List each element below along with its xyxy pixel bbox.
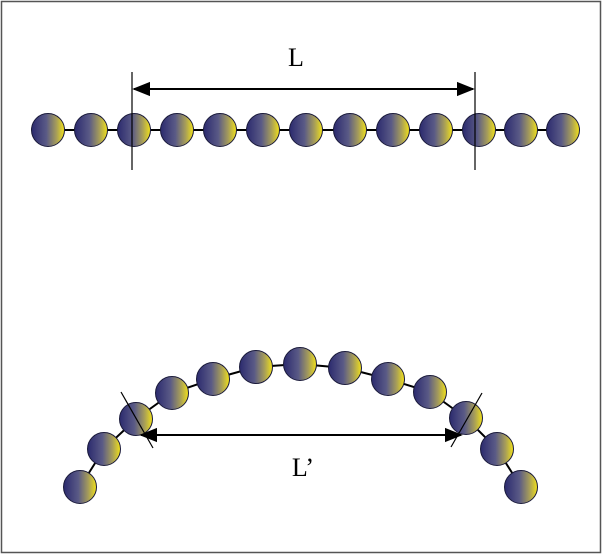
straight-bead-8 (333, 113, 367, 147)
straight-bead-13 (546, 113, 580, 147)
curved-bead-6 (239, 350, 273, 384)
curved-bead-8 (328, 351, 362, 385)
straight-bead-7 (289, 113, 323, 147)
curved-bead-1 (63, 470, 97, 504)
label-L: L (288, 43, 304, 72)
straight-bead-5 (203, 113, 237, 147)
straight-bead-2 (74, 113, 108, 147)
straight-bead-9 (376, 113, 410, 147)
curved-bead-9 (371, 362, 405, 396)
curved-bead-4 (155, 376, 189, 410)
curved-bead-12 (480, 432, 514, 466)
curved-bead-13 (504, 470, 538, 504)
curved-bead-5 (196, 362, 230, 396)
curved-bead-7 (283, 347, 317, 381)
curved-chain-beads (63, 347, 538, 504)
straight-bead-12 (504, 113, 538, 147)
curved-bead-11 (449, 401, 483, 435)
straight-bead-11 (462, 113, 496, 147)
curved-bead-10 (413, 375, 447, 409)
straight-bead-1 (31, 113, 65, 147)
curved-bead-2 (87, 432, 121, 466)
label-L-prime: L’ (292, 453, 314, 482)
straight-bead-4 (160, 113, 194, 147)
straight-bead-6 (246, 113, 280, 147)
straight-bead-3 (117, 113, 151, 147)
straight-chain-beads (31, 113, 580, 147)
straight-bead-10 (419, 113, 453, 147)
curved-chain (63, 347, 538, 504)
straight-chain (31, 113, 580, 147)
